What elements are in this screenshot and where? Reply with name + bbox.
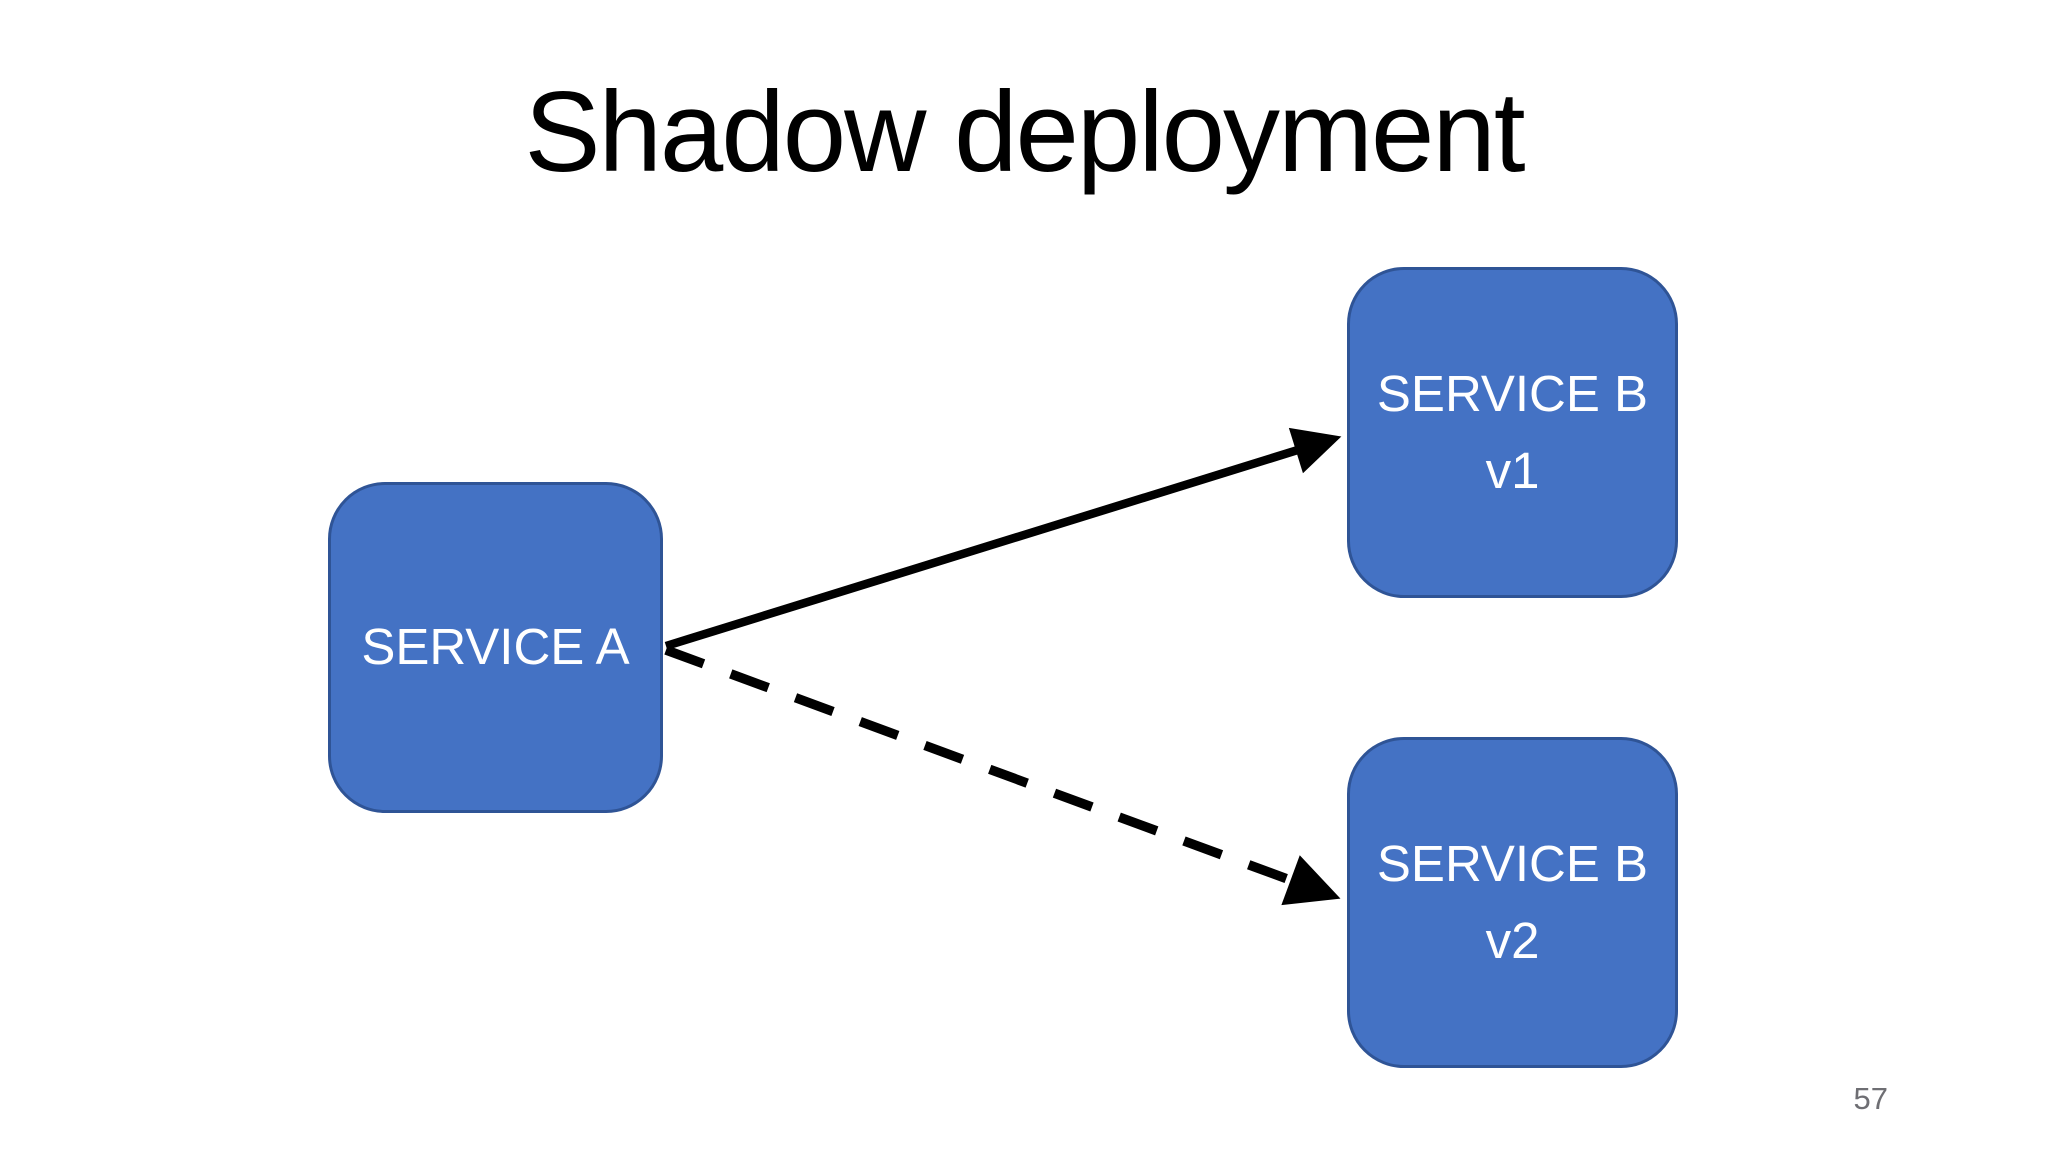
node-service-b-v2-version: v2 [1485,911,1540,969]
node-service-a: SERVICE A [328,482,663,813]
node-service-b-v1: SERVICE B v1 [1347,267,1678,598]
arrow-dashed-a-to-b-v2 [664,645,1341,906]
node-service-b-v1-label: SERVICE B [1376,365,1649,422]
arrow-solid-a-to-b-v1 [664,427,1342,651]
page-number: 57 [1853,1081,1888,1116]
slide-title: Shadow deployment [524,69,1525,196]
node-service-b-v2-label: SERVICE B [1376,835,1649,892]
node-service-b-v1-version: v1 [1485,441,1540,499]
node-service-b-v2: SERVICE B v2 [1347,737,1678,1068]
node-service-a-label: SERVICE A [361,618,630,676]
